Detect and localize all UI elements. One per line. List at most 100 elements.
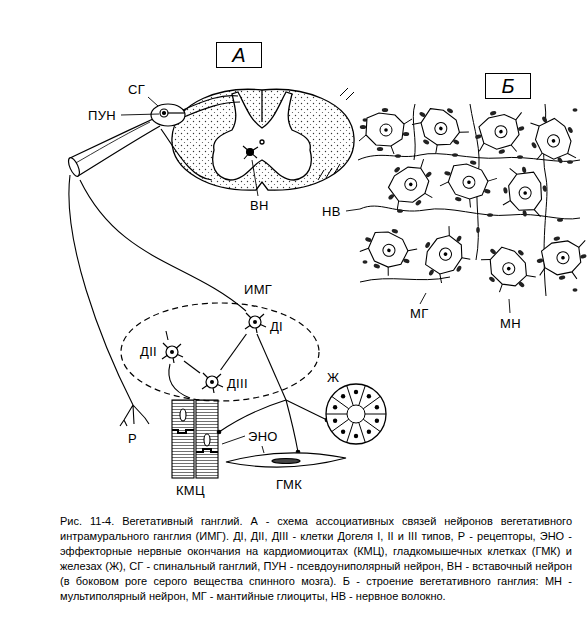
cardiomyocytes bbox=[196, 400, 218, 478]
spinal-ganglion-and-nerve bbox=[161, 129, 212, 180]
intercalary-neuron bbox=[247, 149, 254, 156]
spinal-cord bbox=[318, 88, 354, 180]
neuron-connection bbox=[221, 334, 247, 370]
ganglion-tissue bbox=[395, 154, 401, 158]
neuron-body bbox=[166, 346, 178, 358]
ganglion-tissue bbox=[517, 155, 523, 159]
ganglion-tissue bbox=[476, 227, 480, 233]
cardiomyocytes bbox=[172, 400, 194, 478]
cardiomyocytes bbox=[172, 400, 218, 478]
ganglion-tissue bbox=[363, 260, 368, 264]
dogiel-cell: ДI bbox=[243, 310, 267, 334]
leader-line bbox=[121, 97, 510, 453]
leader-line bbox=[420, 293, 426, 304]
ganglion-tissue bbox=[413, 221, 479, 290]
ganglion-tissue bbox=[359, 108, 412, 154]
spinal-ganglion-and-nerve bbox=[160, 109, 168, 117]
nerve-fibres bbox=[219, 400, 286, 432]
part-label: ГМК bbox=[276, 477, 302, 492]
gland bbox=[341, 394, 345, 398]
leader-line bbox=[252, 160, 258, 196]
ganglion-label: ИМГ bbox=[244, 282, 272, 297]
part-label: МГ bbox=[410, 306, 428, 321]
gland bbox=[347, 405, 365, 423]
nerve-fibres bbox=[257, 334, 286, 400]
ganglion-tissue bbox=[531, 230, 587, 288]
neuron-nucleus bbox=[253, 320, 257, 324]
gland bbox=[375, 419, 379, 423]
smooth-muscle-cell bbox=[226, 453, 346, 467]
ganglion-tissue bbox=[360, 206, 580, 219]
nerve-fibres bbox=[169, 364, 190, 398]
ganglion-tissue bbox=[376, 151, 446, 220]
ganglion-tissue bbox=[397, 209, 403, 213]
intercalary-neuron bbox=[243, 146, 258, 159]
gland bbox=[333, 419, 337, 423]
neuron-nucleus bbox=[170, 350, 174, 354]
ganglion-tissue bbox=[573, 288, 578, 292]
leader-line bbox=[121, 114, 159, 115]
dogiel-cell: ДIII bbox=[200, 370, 224, 394]
leader-line bbox=[346, 209, 360, 211]
spinal-ganglion-and-nerve bbox=[184, 102, 240, 117]
part-label: ВН bbox=[250, 198, 269, 213]
gland bbox=[333, 405, 337, 409]
dashed-ellipse bbox=[121, 303, 319, 401]
part-label: ЭНО bbox=[248, 429, 278, 444]
ganglion-tissue bbox=[557, 218, 563, 222]
part-label: Ж bbox=[327, 370, 339, 385]
dogiel-cell: ДII bbox=[160, 340, 184, 364]
ganglion-tissue bbox=[452, 153, 458, 157]
part-label: КМЦ bbox=[176, 483, 205, 498]
part-label: Р bbox=[128, 431, 137, 446]
ganglion-tissue bbox=[519, 106, 585, 175]
panel-letter: А bbox=[232, 44, 245, 66]
ganglion-tissue bbox=[355, 96, 587, 304]
nerve-fibres bbox=[80, 180, 246, 311]
gland bbox=[354, 390, 358, 394]
ganglion-tissue bbox=[405, 96, 474, 162]
spinal-cord bbox=[260, 140, 264, 144]
part-label: НВ bbox=[322, 204, 341, 219]
spinal-ganglion-and-nerve bbox=[163, 112, 166, 115]
nerve-fibres bbox=[69, 175, 133, 405]
spinal-ganglion-and-nerve bbox=[70, 119, 153, 158]
neuron-process bbox=[245, 313, 266, 333]
neuron-process bbox=[162, 343, 183, 363]
figure-caption: Рис. 11-4. Вегетативный ганглий. А - схе… bbox=[60, 514, 572, 604]
panel-letter-box: А bbox=[216, 42, 262, 68]
leader-line bbox=[262, 446, 264, 453]
spinal-ganglion-and-nerve bbox=[66, 96, 240, 180]
spinal-ganglion-and-nerve bbox=[74, 122, 150, 164]
ganglion-tissue bbox=[497, 163, 552, 223]
nerve-fibres bbox=[286, 400, 327, 420]
ganglion-tissue bbox=[360, 277, 450, 282]
leader-line bbox=[148, 97, 158, 106]
gland bbox=[326, 384, 386, 444]
gland bbox=[333, 390, 379, 438]
neuron-body bbox=[206, 376, 218, 388]
nerve-fibres bbox=[120, 405, 149, 426]
neuron-body bbox=[249, 316, 261, 328]
panel-letter-box: Б bbox=[485, 73, 531, 99]
intercalary-neuron bbox=[243, 146, 258, 159]
part-label: ПУН bbox=[88, 108, 116, 123]
ganglion-tissue bbox=[468, 102, 534, 163]
spinal-ganglion-and-nerve bbox=[151, 104, 185, 126]
gland bbox=[367, 394, 371, 398]
neuron-symbol bbox=[160, 340, 184, 364]
neuron-connection bbox=[184, 361, 200, 373]
neuron-nucleus bbox=[210, 380, 214, 384]
ganglion-tissue bbox=[573, 108, 578, 112]
smooth-muscle-cell bbox=[226, 453, 346, 467]
gland bbox=[354, 434, 358, 438]
gland bbox=[341, 430, 345, 434]
cell-label: ДIII bbox=[227, 376, 248, 391]
spinal-ganglion-and-nerve bbox=[168, 112, 184, 113]
ganglion-tissue bbox=[487, 213, 493, 217]
gland bbox=[375, 405, 379, 409]
spinal-ganglion-and-nerve bbox=[66, 156, 81, 178]
part-label: СГ bbox=[128, 82, 145, 97]
part-label: МН bbox=[500, 316, 521, 331]
